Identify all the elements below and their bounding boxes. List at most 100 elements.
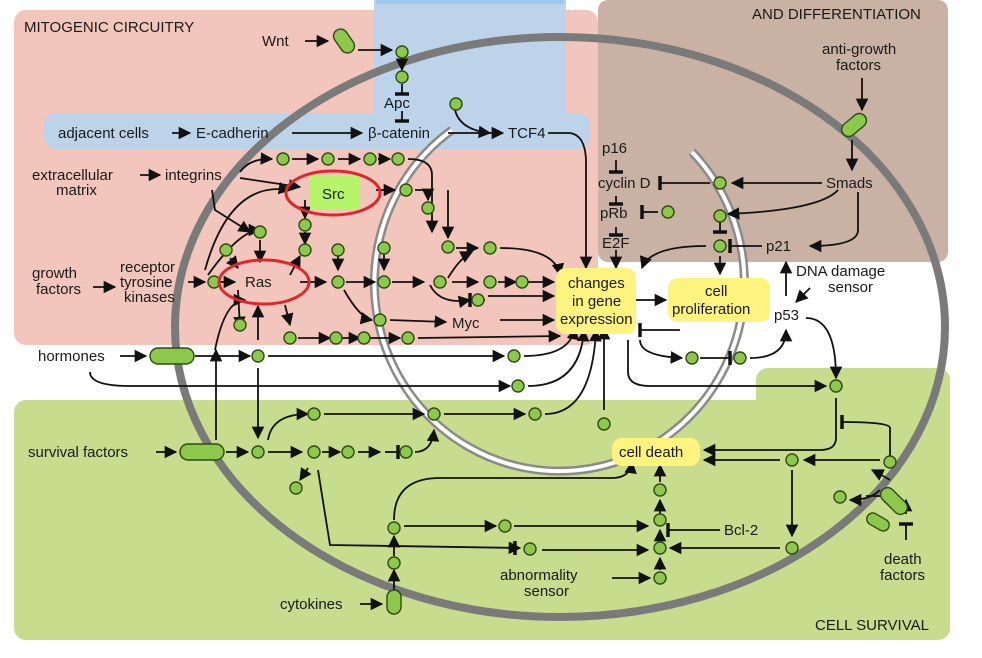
src-box <box>310 176 360 210</box>
wnt-label: Wnt <box>262 33 290 50</box>
node-circle <box>528 407 542 421</box>
node-circle <box>653 541 667 555</box>
node-circle <box>377 241 391 255</box>
node-circle <box>713 209 727 223</box>
nodes <box>207 45 897 585</box>
cell-survival-title: CELL SURVIVAL <box>815 617 929 634</box>
death-receptor-2 <box>866 512 890 532</box>
hormones-label: hormones <box>38 348 105 365</box>
node-circle <box>653 513 667 527</box>
src-highlight-circle <box>284 169 382 217</box>
extracellular-label-1: extracellular <box>32 167 113 184</box>
growth-factors-label-1: growth <box>32 265 77 282</box>
node-circle <box>387 556 401 570</box>
node-circle <box>399 445 413 459</box>
growth-factors-label-2: factors <box>36 281 81 298</box>
node-circle <box>331 275 345 289</box>
receptors <box>149 28 909 615</box>
growth-inhibition-title: AND DIFFERENTIATION <box>752 6 921 23</box>
node-circle <box>471 293 485 307</box>
node-circle <box>276 152 290 166</box>
node-circle <box>785 453 799 467</box>
dna-damage-label-2: sensor <box>828 279 873 296</box>
e-cadherin-label: E-cadherin <box>196 125 269 142</box>
node-circle <box>341 445 355 459</box>
cytokines-label: cytokines <box>280 596 343 613</box>
death-receptor-1 <box>879 486 909 516</box>
proliferation-label-2: proliferation <box>672 301 750 318</box>
dna-damage-label-1: DNA damage <box>796 263 885 280</box>
node-circle <box>523 542 537 556</box>
changes-label-2: in gene <box>572 293 621 310</box>
death-factors-label-1: death <box>884 551 922 568</box>
node-circle <box>321 152 335 166</box>
node-circle <box>883 455 897 469</box>
node-circle <box>433 275 447 289</box>
survival-receptor <box>179 443 225 461</box>
wnt-receptor <box>332 28 356 54</box>
node-circle <box>661 205 675 219</box>
changes-box <box>556 268 636 334</box>
node-circle <box>685 351 699 365</box>
edges <box>89 34 914 611</box>
integrins-label: integrins <box>165 167 222 184</box>
inhibition-region <box>598 0 948 262</box>
node-circle <box>833 490 847 504</box>
cytokine-receptor <box>386 589 402 615</box>
node-circle <box>233 318 247 332</box>
labels: Wnt Apc adjacent cells E-cadherin β-cate… <box>28 33 925 613</box>
p16-label: p16 <box>602 140 627 157</box>
ras-label: Ras <box>245 274 272 291</box>
cell-death-box <box>612 438 700 466</box>
p53-label: p53 <box>774 307 799 324</box>
survival-region <box>14 400 950 640</box>
node-circle <box>363 152 377 166</box>
smads-label: Smads <box>826 175 873 192</box>
node-circle <box>391 152 405 166</box>
abnormality-label-2: sensor <box>524 583 569 600</box>
anti-growth-label-2: factors <box>836 57 881 74</box>
node-circle <box>515 275 529 289</box>
node-circle <box>511 379 525 393</box>
adjacent-cells-band <box>44 113 590 149</box>
cell-membrane <box>171 33 949 621</box>
adjacent-cells-label: adjacent cells <box>58 125 149 142</box>
node-circle <box>507 349 521 363</box>
anti-growth-label-1: anti-growth <box>822 41 896 58</box>
ras-highlight-circle <box>217 258 311 306</box>
node-circle <box>373 313 387 327</box>
node-circle <box>829 379 843 393</box>
node-circle <box>441 240 455 254</box>
survival-factors-label: survival factors <box>28 444 128 461</box>
node-circle <box>399 183 413 197</box>
myc-label: Myc <box>452 315 480 332</box>
node-circle <box>289 481 303 495</box>
hormone-receptor <box>149 347 195 365</box>
node-circle <box>483 275 497 289</box>
survival-region-right <box>756 368 950 428</box>
wnt-region-top <box>376 0 564 4</box>
node-circle <box>307 445 321 459</box>
node-circle <box>395 70 409 84</box>
node-circle <box>597 417 611 431</box>
abnormality-label-1: abnormality <box>500 567 578 584</box>
node-circle <box>733 351 747 365</box>
node-circle <box>395 45 409 59</box>
cyclin-d-label: cyclin D <box>598 175 651 192</box>
node-circle <box>253 225 267 239</box>
rtk-label-3: kinases <box>124 289 175 306</box>
beta-catenin-label: β-catenin <box>368 125 430 142</box>
node-circle <box>653 483 667 497</box>
node-circle <box>329 331 343 345</box>
apc-label: Apc <box>384 95 410 112</box>
node-circle <box>331 243 345 257</box>
node-circle <box>219 243 233 257</box>
death-factors-label-2: factors <box>880 567 925 584</box>
node-circle <box>251 349 265 363</box>
node-circle <box>427 407 441 421</box>
bcl2-label: Bcl-2 <box>724 522 758 539</box>
node-circle <box>307 407 321 421</box>
changes-label-3: expression <box>560 311 633 328</box>
node-circle <box>298 218 312 232</box>
